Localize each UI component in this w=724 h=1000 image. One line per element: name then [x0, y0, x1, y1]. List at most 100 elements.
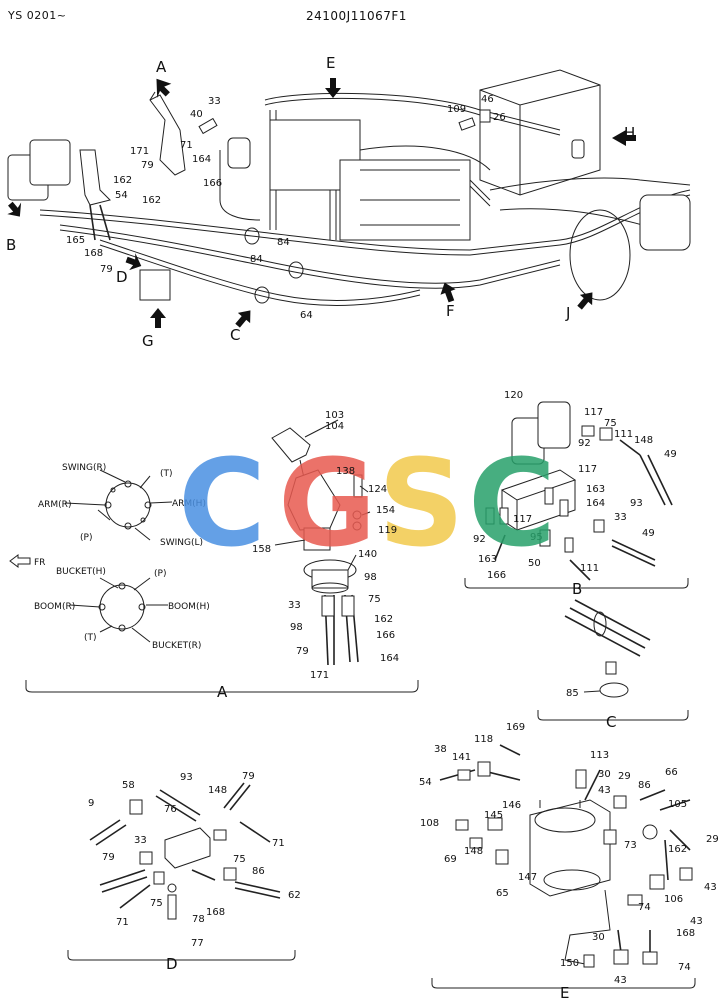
- arrow-label-f: F: [446, 302, 455, 320]
- b-num: 33: [614, 512, 627, 523]
- ov-num: 171: [130, 146, 149, 157]
- port-label: ARM(H): [172, 499, 206, 509]
- watermark-letter: C: [178, 435, 266, 574]
- arrow-label-a: A: [156, 58, 167, 76]
- port-label: (T): [84, 633, 97, 643]
- e-num: 65: [496, 888, 509, 899]
- a-num: 103: [325, 410, 344, 421]
- detail-a: SWING(R) (T) ARM(R) ARM(H) (P) SWING(L) …: [9, 410, 419, 701]
- a-num: 98: [364, 572, 377, 583]
- a-num: 166: [376, 630, 395, 641]
- b-num: 164: [586, 498, 605, 509]
- ov-num: 84: [277, 237, 290, 248]
- b-num: 166: [487, 570, 506, 581]
- d-num: 79: [102, 852, 115, 863]
- diagram-code: 24100J11067F1: [306, 9, 407, 23]
- e-num: 118: [474, 734, 493, 745]
- detail-e: 169 38 141 118 113 54 30 29 86 66 43 146…: [419, 722, 719, 1000]
- d-num: 86: [252, 866, 265, 877]
- d-num: 62: [288, 890, 301, 901]
- a-num: 75: [368, 594, 381, 605]
- b-num: 163: [586, 484, 605, 495]
- d-num: 168: [206, 907, 225, 918]
- arrow-label-g: G: [142, 332, 154, 350]
- a-num: 33: [288, 600, 301, 611]
- d-num: 75: [150, 898, 163, 909]
- e-num: 148: [464, 846, 483, 857]
- e-num: 54: [419, 777, 432, 788]
- b-num: 117: [584, 407, 603, 418]
- e-num: 106: [664, 894, 683, 905]
- e-num: 29: [618, 771, 631, 782]
- ov-num: 165: [66, 235, 85, 246]
- e-num: 38: [434, 744, 447, 755]
- b-num: 92: [473, 534, 486, 545]
- watermark-letter: G: [278, 435, 377, 574]
- port-label: BUCKET(H): [56, 567, 106, 577]
- port-label: (T): [160, 469, 173, 479]
- e-num: 43: [598, 785, 611, 796]
- b-num: 111: [580, 563, 599, 574]
- b-num: 49: [642, 528, 655, 539]
- ov-num: 164: [192, 154, 211, 165]
- e-num: 145: [484, 810, 503, 821]
- ov-num: 168: [84, 248, 103, 259]
- a-num: 171: [310, 670, 329, 681]
- e-num: 150: [560, 958, 579, 969]
- b-num: 111: [614, 429, 633, 440]
- a-num: 124: [368, 484, 387, 495]
- detail-b: 120 117 75 111 148 49 92 117 163 164 93 …: [464, 390, 689, 598]
- ov-num: 162: [142, 195, 161, 206]
- e-num: 30: [592, 932, 605, 943]
- e-num: 169: [506, 722, 525, 733]
- e-num: 168: [676, 928, 695, 939]
- e-num: 30: [598, 769, 611, 780]
- d-num: 33: [134, 835, 147, 846]
- c-num: 85: [566, 688, 579, 699]
- e-num: 162: [668, 844, 687, 855]
- b-num: 92: [578, 438, 591, 449]
- e-num: 69: [444, 854, 457, 865]
- d-num: 75: [233, 854, 246, 865]
- e-num: 108: [420, 818, 439, 829]
- ov-num: 26: [493, 112, 506, 123]
- e-num: 86: [638, 780, 651, 791]
- d-num: 78: [192, 914, 205, 925]
- arrow-label-c: C: [230, 326, 240, 344]
- port-label: (P): [80, 533, 92, 543]
- ov-num: 71: [180, 140, 193, 151]
- wm-num: 138: [336, 466, 355, 477]
- overview-assembly: A B C D E F G H J 33 40 109 46 26 171 71…: [6, 54, 691, 350]
- watermark-logo: C G S C 138 119: [178, 435, 556, 574]
- b-num: 163: [478, 554, 497, 565]
- d-num: 76: [164, 804, 177, 815]
- wm-num: 119: [378, 525, 397, 536]
- ov-num: 54: [115, 190, 128, 201]
- arrow-label-b: B: [6, 236, 16, 254]
- a-num: 104: [325, 421, 344, 432]
- ov-num: 166: [203, 178, 222, 189]
- ov-num: 40: [190, 109, 203, 120]
- ov-num: 84: [250, 254, 263, 265]
- b-num: 49: [664, 449, 677, 460]
- b-num: 120: [504, 390, 523, 401]
- e-num: 105: [668, 799, 687, 810]
- a-num: 140: [358, 549, 377, 560]
- section-label-d: D: [166, 955, 178, 973]
- d-num: 77: [191, 938, 204, 949]
- e-num: 43: [690, 916, 703, 927]
- watermark-letter: C: [468, 435, 556, 574]
- b-num: 117: [578, 464, 597, 475]
- ov-num: 162: [113, 175, 132, 186]
- section-label-b: B: [572, 580, 582, 598]
- a-num: 162: [374, 614, 393, 625]
- detail-d: 58 93 79 9 148 76 33 71 75 79 86 75 168 …: [67, 771, 301, 973]
- ov-num: 79: [100, 264, 113, 275]
- d-num: 58: [122, 780, 135, 791]
- e-num: 147: [518, 872, 537, 883]
- watermark-letter: S: [378, 435, 464, 574]
- section-label-a: A: [217, 683, 228, 701]
- a-num: 154: [376, 505, 395, 516]
